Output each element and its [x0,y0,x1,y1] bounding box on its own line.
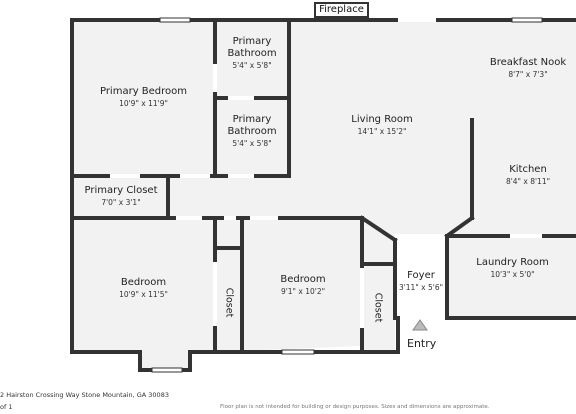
room-name: Foyer [407,270,435,281]
room-primary-bathroom-2: Primary Bathroom 5'4" x 5'8" [215,114,289,149]
room-dims: 8'4" x 8'11" [505,177,551,186]
room-name: Bedroom [120,277,167,288]
room-dims: 14'1" x 15'2" [357,127,407,136]
entry-arrow-icon [412,319,428,331]
address-footer: 2 Hairston Crossing Way Stone Mountain, … [0,391,169,399]
room-dims: 10'9" x 11'9" [119,99,168,108]
room-dims: 5'4" x 5'8" [232,139,272,148]
room-name: Living Room [351,114,413,125]
disclaimer-text: Floor plan is not intended for building … [220,404,490,410]
page-indicator: of 1 [0,403,13,411]
room-dims: 7'0" x 3'1" [101,198,141,207]
room-dims: 8'7" x 7'3" [508,70,548,79]
floor-area [72,20,576,370]
room-dims: 10'3" x 5'0" [490,270,535,279]
room-bedroom-2: Bedroom 9'1" x 10'2" [244,274,362,297]
fireplace-label: Fireplace [314,2,369,18]
room-foyer: Foyer 3'11" x 5'6" [395,270,447,293]
room-dims: 9'1" x 10'2" [280,287,326,296]
closet-2-label: Closet [372,292,384,323]
room-primary-bedroom: Primary Bedroom 10'9" x 11'9" [72,86,215,109]
room-name: Laundry Room [476,257,549,268]
closet-1-label: Closet [223,287,235,318]
entry-label: Entry [407,337,437,350]
room-bedroom-1: Bedroom 10'9" x 11'5" [72,277,215,300]
room-name: Primary Bathroom [227,114,277,137]
room-dims: 5'4" x 5'8" [232,61,272,70]
room-name: Primary Bedroom [99,86,188,97]
room-name: Primary Bathroom [227,36,277,59]
room-primary-bathroom-1: Primary Bathroom 5'4" x 5'8" [215,36,289,71]
room-kitchen: Kitchen 8'4" x 8'11" [478,164,576,187]
room-living-room: Living Room 14'1" x 15'2" [310,114,454,137]
room-name: Primary Closet [84,185,158,196]
room-breakfast-nook: Breakfast Nook 8'7" x 7'3" [478,57,576,80]
room-dims: 3'11" x 5'6" [398,283,444,292]
room-primary-closet: Primary Closet 7'0" x 3'1" [74,185,168,208]
room-laundry-room: Laundry Room 10'3" x 5'0" [449,257,576,280]
room-dims: 10'9" x 11'5" [119,290,168,299]
room-name: Kitchen [509,164,547,175]
room-name: Bedroom [280,274,326,285]
room-name: Breakfast Nook [489,57,567,68]
